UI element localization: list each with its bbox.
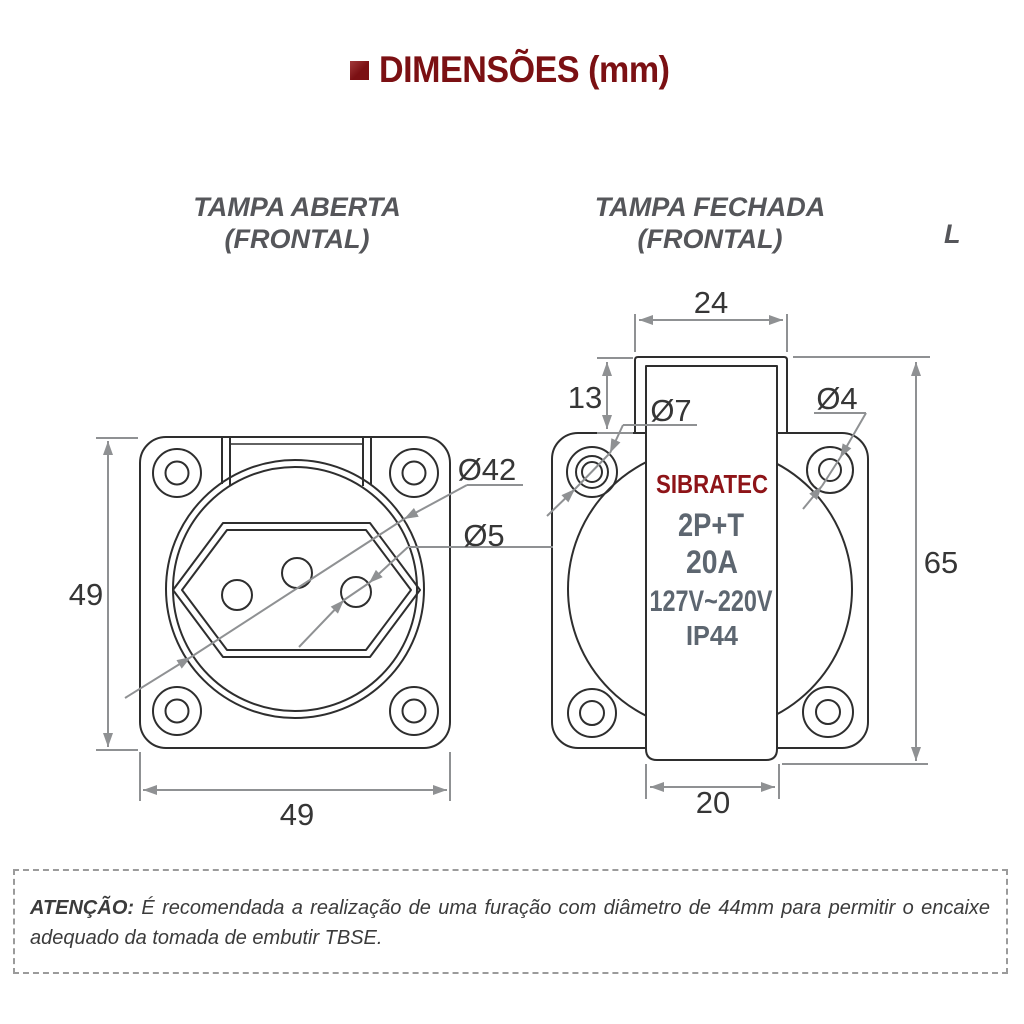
dimension-lines — [96, 314, 930, 801]
screw-hole — [566, 446, 618, 498]
screw-hole — [164, 698, 190, 724]
screw-hole — [567, 688, 617, 738]
recess-circle-outer — [165, 459, 425, 719]
dim-screw-hole-diameter: Ø4 — [816, 381, 857, 416]
dim-open-width: 49 — [280, 797, 314, 832]
brand-logo: SIBRATEC — [656, 469, 768, 499]
dim-pin-hole-diameter: Ø5 — [463, 518, 504, 553]
dim-tab-height: 13 — [568, 380, 602, 415]
heading-open-line2: (FRONTAL) — [224, 224, 370, 254]
dim-total-height: 65 — [924, 545, 958, 580]
screw-hole — [152, 686, 202, 736]
screw-hole — [581, 461, 603, 483]
pin-hole-ground — [281, 557, 313, 589]
heading-closed-line2: (FRONTAL) — [637, 224, 783, 254]
hinge-marks — [221, 438, 372, 486]
screw-hole — [802, 686, 854, 738]
screw-hole — [818, 458, 842, 482]
cover-strap — [645, 365, 778, 761]
screw-hole — [401, 460, 427, 486]
screw-hole — [164, 460, 190, 486]
title-bullet-icon — [350, 60, 369, 80]
dim-recess-diameter: Ø42 — [458, 452, 517, 487]
heading-closed-line1: TAMPA FECHADA — [594, 192, 826, 222]
screw-hole — [806, 446, 854, 494]
screw-hole — [401, 698, 427, 724]
mounting-plate-open — [139, 436, 451, 749]
pin-hole-left — [221, 579, 253, 611]
heading-open-cover: TAMPA ABERTA (FRONTAL) — [137, 191, 457, 255]
dim-strap-width: 20 — [696, 785, 730, 820]
dimension-labels: 49 49 Ø42 Ø5 24 13 Ø7 Ø4 65 20 — [69, 285, 958, 832]
screw-hole — [575, 455, 609, 489]
section-title: DIMENSÕES (mm) — [350, 49, 695, 90]
screw-hole — [815, 699, 841, 725]
heading-open-line1: TAMPA ABERTA — [193, 192, 401, 222]
warning-prefix: ATENÇÃO: — [30, 897, 135, 919]
closed-cover-view — [551, 356, 869, 761]
dim-open-height: 49 — [69, 577, 103, 612]
warning-line1: ATENÇÃO: É recomendada a realização de u… — [30, 893, 990, 923]
cover-tab-outer — [634, 356, 788, 432]
cover-label: SIBRATEC 2P+T 20A 127V~220V IP44 — [650, 469, 773, 651]
heading-side-view-partial: L — [944, 219, 961, 249]
warning-line2: adequado da tomada de embutir TBSE. — [30, 927, 383, 949]
label-voltage: 127V~220V — [650, 585, 773, 618]
socket-face-inner — [181, 529, 412, 651]
screw-hole — [152, 448, 202, 498]
open-cover-view — [139, 436, 451, 749]
screw-hole — [389, 448, 439, 498]
warning-line1-text: É recomendada a realização de uma furaçã… — [141, 897, 991, 919]
label-protection: IP44 — [686, 620, 738, 651]
heading-closed-cover: TAMPA FECHADA (FRONTAL) — [550, 191, 870, 255]
dim-countersink-diameter: Ø7 — [650, 393, 691, 428]
socket-face-outer — [172, 522, 421, 658]
screw-hole — [389, 686, 439, 736]
page-title: DIMENSÕES (mm) — [379, 49, 670, 90]
warning-note: ATENÇÃO: É recomendada a realização de u… — [13, 869, 1008, 974]
dim-tab-width: 24 — [694, 285, 728, 320]
pin-hole-right — [340, 576, 372, 608]
screw-hole — [579, 700, 605, 726]
label-poles: 2P+T — [678, 507, 744, 543]
label-current: 20A — [686, 544, 738, 580]
